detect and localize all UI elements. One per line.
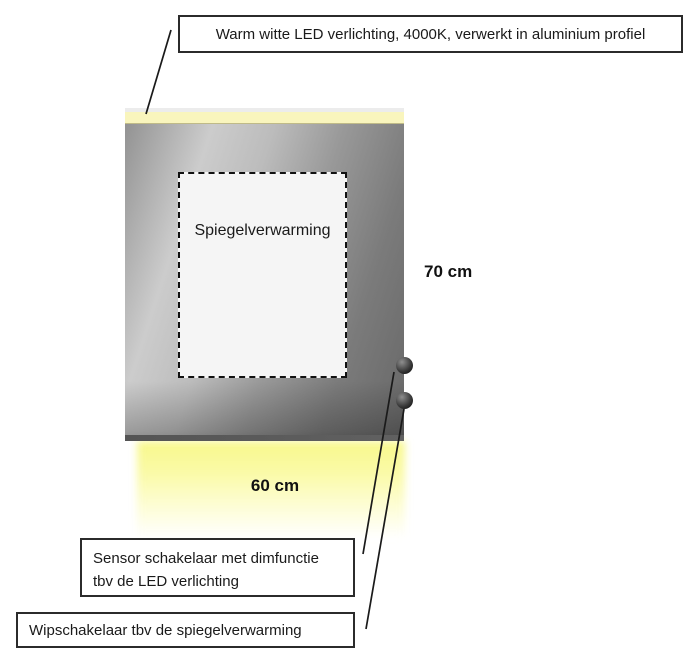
rocker-switch-knob <box>396 392 413 409</box>
sensor-annotation-line1: Sensor schakelaar met dimfunctie <box>93 550 319 567</box>
mirror-heater-label: Spiegelverwarming <box>194 222 331 239</box>
width-dimension-label: 60 cm <box>250 476 300 495</box>
mirror-top-edge <box>125 108 404 112</box>
rocker-annotation-label: Wipschakelaar tbv de spiegelverwarming <box>29 621 302 639</box>
mirror-body: Spiegelverwarming <box>125 108 404 441</box>
under-mirror-light-glow <box>137 441 405 538</box>
led-strip <box>125 112 404 124</box>
rocker-annotation-box: Wipschakelaar tbv de spiegelverwarming <box>16 612 355 648</box>
led-annotation-label: Warm witte LED verlichting, 4000K, verwe… <box>215 25 646 43</box>
sensor-annotation-line2: tbv de LED verlichting <box>93 573 239 590</box>
led-annotation-box: Warm witte LED verlichting, 4000K, verwe… <box>178 15 683 53</box>
leader-line-led <box>145 29 172 115</box>
height-dimension-label: 70 cm <box>424 262 473 281</box>
sensor-switch-knob <box>396 357 413 374</box>
sensor-annotation-box: Sensor schakelaar met dimfunctie tbv de … <box>80 538 355 597</box>
mirror-bottom-edge <box>125 435 404 441</box>
mirror-heater-zone: Spiegelverwarming <box>178 172 347 378</box>
